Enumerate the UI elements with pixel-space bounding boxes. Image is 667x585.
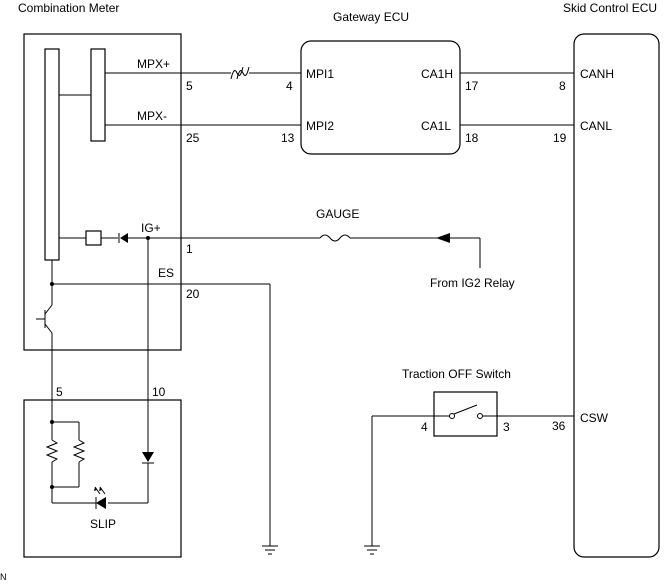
csw-label: CSW [580, 411, 609, 425]
meter-cpu-block [44, 48, 60, 261]
traction-switch-title: Traction OFF Switch [402, 367, 511, 381]
pin-gw-mpi1: 4 [286, 79, 293, 93]
mpx-minus-label: MPX- [137, 109, 167, 123]
ig-resistor [85, 230, 102, 246]
traction-switch-box [433, 391, 498, 437]
pin-gw-ca1h: 17 [465, 79, 479, 93]
pin-meter-es: 20 [186, 287, 200, 301]
switch-contact-icon [449, 404, 483, 419]
gauge-fuse-symbol [319, 234, 351, 242]
ig2-relay-label: From IG2 Relay [430, 276, 515, 290]
switch-ground-icon [364, 545, 380, 555]
pin-meter-ig-plus: 1 [186, 242, 193, 256]
ig-diode-triangle [120, 233, 128, 243]
combination-meter-box [23, 33, 182, 351]
ig-plus-label: IG+ [141, 221, 161, 235]
pin-slip-right: 10 [152, 385, 166, 399]
gauge-fuse-label: GAUGE [316, 207, 359, 221]
pin-slip-left: 5 [56, 385, 63, 399]
pin-skid-canh: 8 [559, 79, 566, 93]
pin-skid-canl: 19 [553, 131, 567, 145]
pin-meter-mpx-minus: 25 [186, 131, 200, 145]
canh-label: CANH [580, 67, 614, 81]
canl-label: CANL [580, 119, 612, 133]
pin-switch-right: 3 [503, 420, 510, 434]
resistor-left-icon [45, 439, 59, 463]
pin-meter-mpx-plus: 5 [186, 79, 193, 93]
pin-gw-mpi2: 13 [281, 131, 295, 145]
pin-skid-csw: 36 [552, 419, 566, 433]
ca1l-label: CA1L [421, 119, 451, 133]
resistor-right-icon [72, 439, 86, 463]
mpi1-label: MPI1 [306, 67, 334, 81]
transistor-icon [36, 304, 53, 334]
pin-switch-left: 4 [421, 420, 428, 434]
skid-control-ecu-box [573, 33, 660, 558]
es-ground-icon [262, 545, 278, 555]
combination-meter-title: Combination Meter [18, 1, 119, 15]
es-label: ES [158, 266, 174, 280]
slip-led-icon [94, 486, 106, 509]
meter-comm-block [90, 48, 106, 142]
gateway-ecu-title: Gateway ECU [333, 10, 409, 24]
mpi2-label: MPI2 [306, 119, 334, 133]
gateway-ecu-box [300, 40, 461, 155]
mpx-plus-label: MPX+ [137, 57, 170, 71]
pin-gw-ca1l: 18 [465, 131, 479, 145]
ca1h-label: CA1H [421, 67, 453, 81]
skid-control-ecu-title: Skid Control ECU [563, 1, 657, 15]
diagram-code: N [0, 572, 7, 582]
slip-indicator-box [23, 399, 182, 558]
break-symbol [230, 66, 250, 80]
slip-label: SLIP [90, 517, 116, 531]
ig2-arrow [436, 233, 450, 243]
slip-diode-triangle [142, 452, 154, 462]
